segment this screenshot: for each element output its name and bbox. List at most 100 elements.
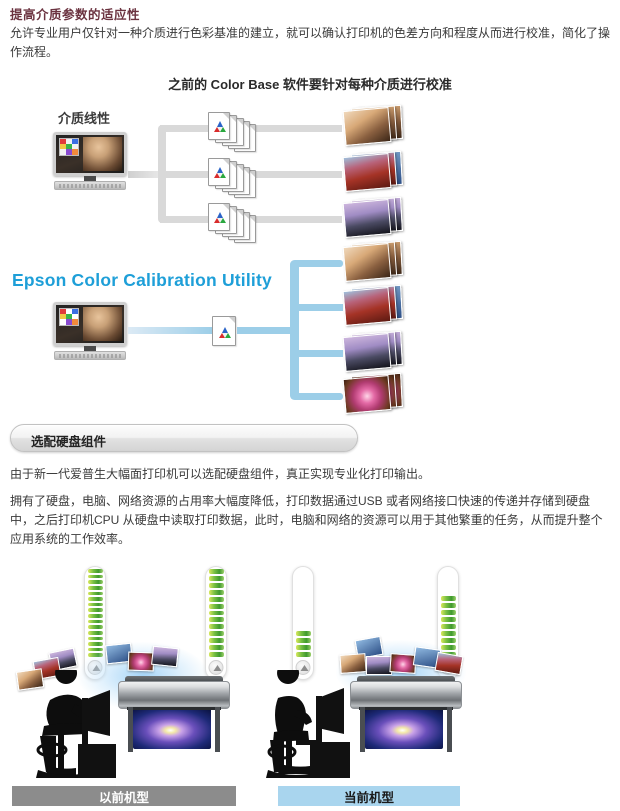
section-banner-label: 选配硬盘组件 [31,435,107,449]
monitor-screen [53,132,127,177]
gauge-segment [208,582,224,588]
gauge-segment [208,575,224,581]
pipe-trunk [128,171,160,178]
document-stack [208,112,268,152]
pipe-branch-2 [295,304,343,311]
pipe-branch-4 [295,393,343,400]
gauge-segment [87,574,103,579]
printer-top-cover [124,676,224,682]
hdd-paragraph-2: 拥有了硬盘，电脑、网络资源的占用率大幅度降低，打印数据通过USB 或者网络接口快… [10,494,603,546]
monitor-stand [84,176,96,182]
pipe-branch-2 [160,171,212,178]
gauge-segment [87,647,103,652]
label-old-model: 以前机型 [12,786,236,806]
gauge-segment [87,597,103,601]
document-icon [212,316,236,346]
gauge-segment [440,624,456,629]
monitor-keyboard [58,183,122,188]
large-format-printer-new [350,676,462,754]
gauge-segment [295,652,311,657]
gauge-segment [295,631,311,636]
gauge-segment [208,652,224,657]
rgb-triangle-icon [214,121,226,132]
photo-output-stack [340,284,410,328]
section-banner: 选配硬盘组件 [10,424,358,452]
photo-output-stack [340,330,410,374]
label-new-model: 当前机型 [278,786,460,806]
pipe-out-1 [252,125,342,132]
comparison-figure: 以前机型 当前机型 [0,560,620,811]
gauge-segment [87,585,103,590]
gauge-segment [208,617,224,623]
gauge-segment [87,580,103,584]
printer-leg-left [360,707,365,753]
pipe-branch-3 [295,350,343,357]
gauge-segment [208,638,224,644]
printer-leg-left [128,707,133,753]
rgb-triangle-icon [214,167,226,178]
photo-output-stack [340,150,410,194]
gauge-segment [87,591,103,596]
diagram-new-workflow: Epson Color Calibration Utility [0,240,620,415]
gauge-segment [440,631,456,636]
printer-leg-right [447,707,452,753]
printer-paper-slot [126,707,222,711]
photo-output-stack [340,196,410,240]
gauge-segment [208,610,224,616]
pansy-flower-print [364,709,443,749]
diagram-old-source-label: 介质线性 [58,111,111,126]
gauge-segment [208,631,224,637]
pipe-manifold [290,260,299,400]
gauge-new-computer [292,566,314,680]
gauge-cap-icon [208,660,224,675]
gauge-segment [295,638,311,643]
monitor-icon [53,132,127,192]
monitor-icon [53,302,127,362]
photo-output-stack [340,104,410,148]
pipe-out-3 [252,216,342,223]
pipe-to-manifold [237,327,295,334]
diagram-old-workflow: 之前的 Color Base 软件要针对每种介质进行校准 介质线性 [0,70,620,243]
gauge-segment [440,638,456,643]
pipe-branch-3 [160,216,212,223]
monitor-color-panel [59,308,80,326]
rgb-triangle-icon [219,327,231,338]
document-stack [208,203,268,243]
gauge-segment [87,569,103,573]
pipe-out-2 [252,171,342,178]
gauge-segment [208,596,224,602]
gauge-segment [208,569,224,574]
printer-paper-slot [358,707,454,711]
person-leaning-forward-silhouette [20,670,120,780]
document-stack [208,158,268,198]
pipe-trunk [128,327,213,334]
diagram-new-heading: Epson Color Calibration Utility [12,270,272,290]
photo-output-stack [340,372,410,416]
monitor-color-panel [59,138,80,156]
gauge-segment [87,614,103,618]
gauge-segment [87,630,103,635]
gauge-segment [295,645,311,650]
gauge-segment [87,642,103,646]
gauge-segment [440,603,456,608]
gauge-segment [208,645,224,651]
photo-fan-new [339,635,464,678]
intro-paragraph: 允许专业用户仅针对一种介质进行色彩基准的建立，就可以确认打印机的色差方向和程度从… [10,26,611,59]
printer-top-cover [356,676,456,682]
gauge-segment [87,636,103,641]
gauge-segment [440,610,456,615]
photo-output-stack [340,240,410,284]
rgb-triangle-icon [214,212,226,223]
printer-leg-right [215,707,220,753]
monitor-stand [84,346,96,352]
gauge-segment [208,624,224,630]
pipe-branch-1 [295,260,343,267]
monitor-photo [82,137,122,172]
large-format-printer-old [118,676,230,754]
hdd-paragraph-1: 由于新一代爱普生大幅面打印机可以选配硬盘组件，真正实现专业化打印输出。 [10,467,431,481]
gauge-segment [87,625,103,629]
gauge-cap-icon [295,660,311,675]
monitor-photo [82,307,122,342]
gauge-segment [87,619,103,624]
printer-body [118,680,230,709]
